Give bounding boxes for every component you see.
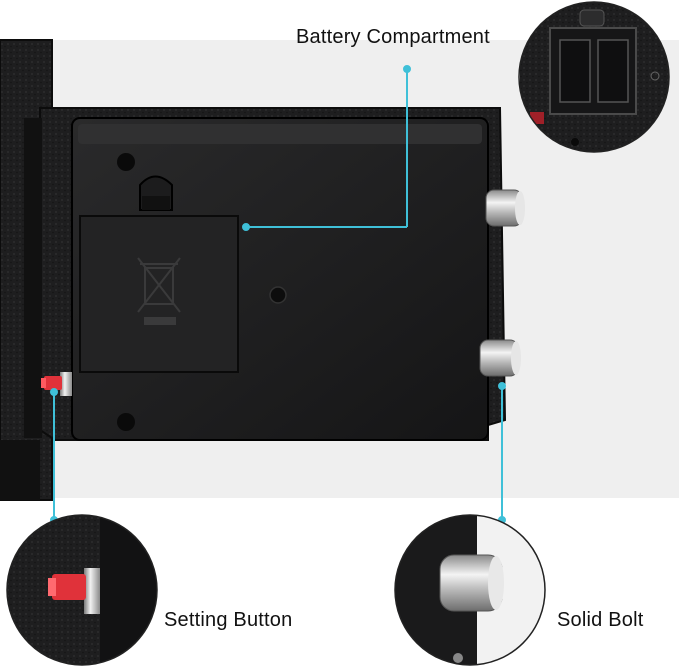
bolt-leader-line — [498, 382, 506, 524]
weee-bin-icon — [137, 257, 181, 325]
inset-battery-compartment — [518, 1, 670, 153]
screw-hole-center — [269, 286, 287, 304]
screw-hole-top — [117, 153, 135, 171]
battery-leader-line — [242, 65, 411, 231]
setting-button — [41, 372, 72, 396]
battery-compartment-label: Battery Compartment — [296, 26, 490, 48]
bolt-lower — [479, 339, 521, 377]
screw-hole-bottom — [117, 413, 135, 431]
battery-cover — [79, 215, 239, 373]
solid-bolt-label: Solid Bolt — [557, 609, 644, 631]
setting-button-label: Setting Button — [164, 609, 293, 631]
inset-solid-bolt — [394, 514, 546, 666]
inset-setting-button — [6, 514, 158, 666]
bolt-upper — [485, 189, 525, 227]
